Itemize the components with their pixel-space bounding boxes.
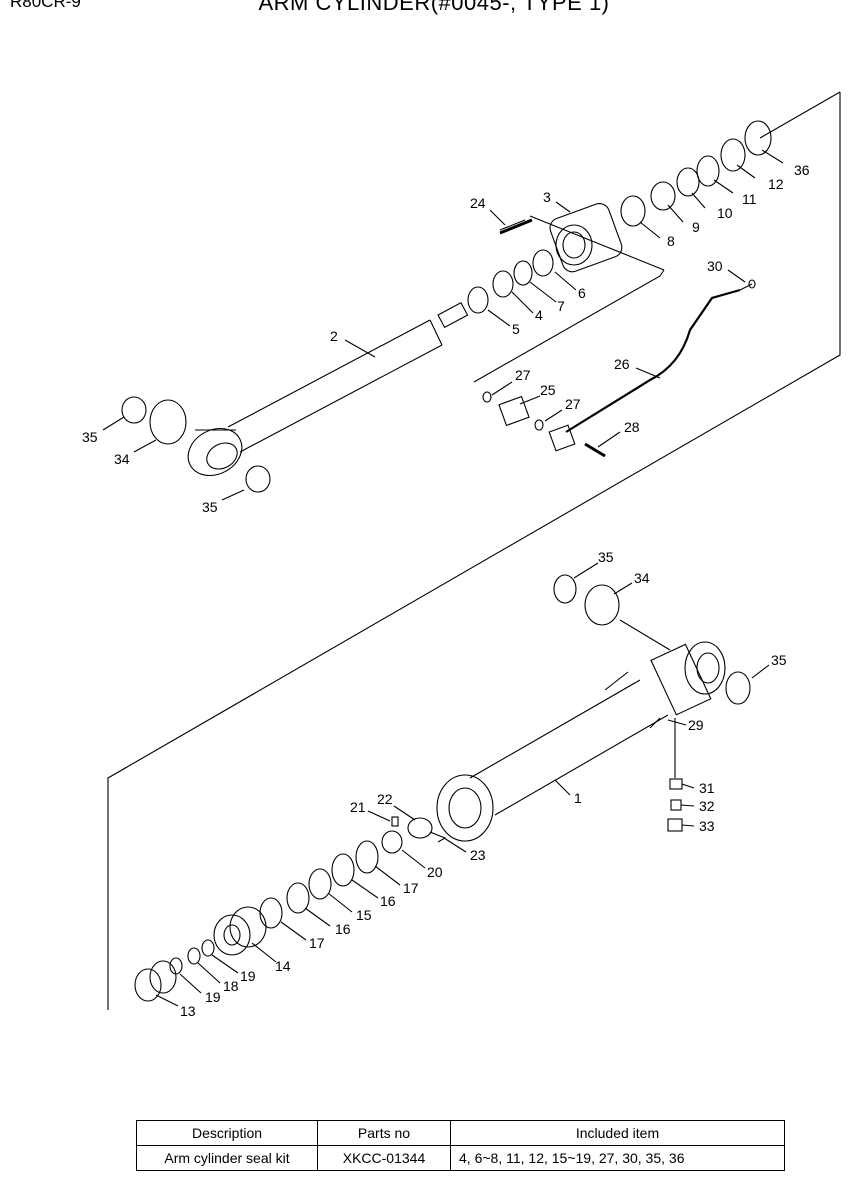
callout: 3 xyxy=(543,189,551,205)
callout: 35 xyxy=(771,652,787,668)
callout: 19 xyxy=(205,989,221,1005)
seal-10 xyxy=(676,167,700,197)
callout: 18 xyxy=(223,978,239,994)
callout: 9 xyxy=(692,219,700,235)
valve-22 xyxy=(407,817,433,839)
callout: 17 xyxy=(403,880,419,896)
callout: 27 xyxy=(565,396,581,412)
bolt-24 xyxy=(499,218,533,235)
table-header-row: Description Parts no Included item xyxy=(136,1120,785,1146)
callout: 21 xyxy=(350,799,366,815)
column-header: Parts no xyxy=(317,1120,451,1146)
plug-33 xyxy=(667,818,683,832)
flange-25 xyxy=(498,395,530,427)
ring-35-c xyxy=(553,574,577,604)
callout: 11 xyxy=(742,191,757,207)
description-cell: Arm cylinder seal kit xyxy=(136,1145,318,1171)
rod-cover xyxy=(549,203,623,273)
seal-18 xyxy=(187,947,201,965)
piston-rod xyxy=(187,302,469,477)
spring-32 xyxy=(670,799,682,811)
bushing-34-a xyxy=(149,399,187,445)
table-row: Arm cylinder seal kit XKCC-01344 4, 6~8,… xyxy=(136,1145,785,1171)
oring-27-b xyxy=(534,419,544,431)
callout: 5 xyxy=(512,321,520,337)
bushing-13 xyxy=(134,960,177,1002)
seal-17-a xyxy=(355,840,379,874)
callout: 19 xyxy=(240,968,256,984)
seal-17-b xyxy=(259,897,283,929)
callout: 16 xyxy=(380,893,396,909)
callout: 34 xyxy=(114,451,130,467)
parts-no-cell: XKCC-01344 xyxy=(317,1145,451,1171)
callout: 17 xyxy=(309,935,325,951)
oring-27-a xyxy=(482,391,492,403)
bushing-34-b xyxy=(584,584,620,626)
frame-outline xyxy=(107,92,841,1010)
ring-35-b xyxy=(245,465,271,493)
column-header: Included item xyxy=(450,1120,785,1146)
callout: 26 xyxy=(614,356,630,372)
callout: 35 xyxy=(598,549,614,565)
ring-35-a xyxy=(121,396,147,424)
seal-12 xyxy=(720,138,746,172)
callout: 36 xyxy=(794,162,810,178)
seal-15 xyxy=(308,868,332,900)
bushing-9 xyxy=(650,181,676,211)
callout: 7 xyxy=(557,298,565,314)
seal-7 xyxy=(513,260,533,286)
callout: 27 xyxy=(515,367,531,383)
model-number: R80CR-9 xyxy=(10,0,81,11)
wire-23 xyxy=(429,831,447,843)
page-title: ARM CYLINDER(#0045-, TYPE 1) xyxy=(258,0,610,15)
seal-6 xyxy=(532,249,554,277)
oring-30 xyxy=(748,279,756,289)
callout: 2 xyxy=(330,328,338,344)
callout: 14 xyxy=(275,958,291,974)
callout: 1 xyxy=(574,790,582,806)
callout: 10 xyxy=(717,205,733,221)
seal-16-b xyxy=(286,882,310,914)
included-items-cell: 4, 6~8, 11, 12, 15~19, 27, 30, 35, 36 xyxy=(450,1145,785,1171)
pipe-26 xyxy=(565,288,741,433)
ring-35-d xyxy=(725,671,751,705)
seal-8 xyxy=(620,195,646,227)
callout: 33 xyxy=(699,818,715,834)
callout: 13 xyxy=(180,1003,196,1019)
seal-kit-table: Description Parts no Included item Arm c… xyxy=(136,1120,785,1171)
cap-31 xyxy=(669,778,683,790)
bolt-28 xyxy=(584,442,606,458)
callout: 20 xyxy=(427,864,443,880)
callout: 31 xyxy=(699,780,715,796)
pin-21 xyxy=(391,816,399,827)
nut-20 xyxy=(381,830,403,854)
callout: 4 xyxy=(535,307,543,323)
callout: 28 xyxy=(624,419,640,435)
seal-4 xyxy=(492,270,514,298)
callout: 16 xyxy=(335,921,351,937)
callout: 6 xyxy=(578,285,586,301)
seal-16-a xyxy=(331,853,355,887)
callout: 35 xyxy=(202,499,218,515)
callout: 35 xyxy=(82,429,98,445)
callout: 12 xyxy=(768,176,784,192)
callout: 34 xyxy=(634,570,650,586)
callout: 25 xyxy=(540,382,556,398)
cylinder-tube xyxy=(436,641,726,842)
callout: 23 xyxy=(470,847,486,863)
callout: 24 xyxy=(470,195,486,211)
callout: 30 xyxy=(707,258,723,274)
callout: 8 xyxy=(667,233,675,249)
piston-14 xyxy=(213,906,267,956)
callout: 29 xyxy=(688,717,704,733)
callout: 15 xyxy=(356,907,372,923)
seal-11 xyxy=(696,155,720,187)
seal-19-a xyxy=(201,939,215,957)
seal-36 xyxy=(744,120,772,156)
callout: 32 xyxy=(699,798,715,814)
callout: 22 xyxy=(377,791,393,807)
seal-5 xyxy=(467,286,489,314)
column-header: Description xyxy=(136,1120,318,1146)
